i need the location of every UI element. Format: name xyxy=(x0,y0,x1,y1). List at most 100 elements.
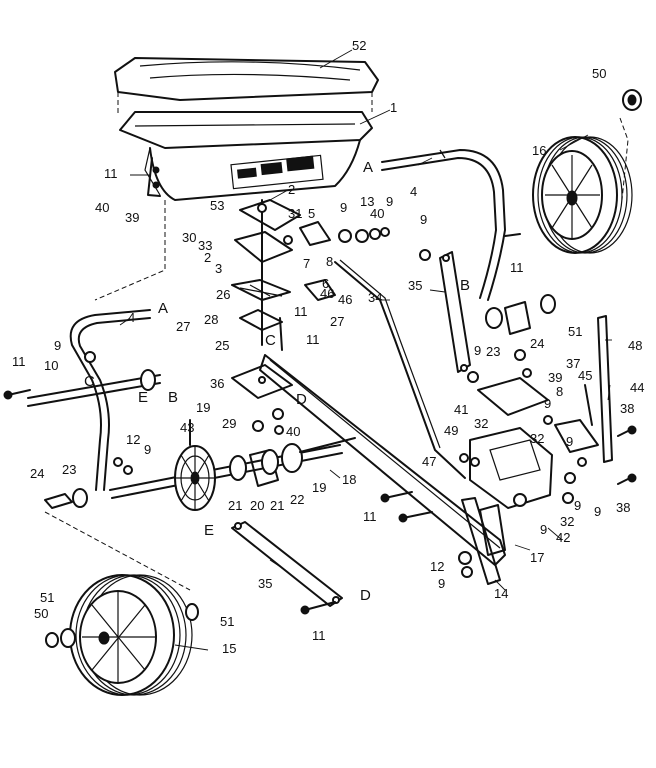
callout-51b: 51 xyxy=(40,590,54,605)
washer-51-left-inner xyxy=(185,603,199,621)
clip-5 xyxy=(299,221,331,246)
ref-e-lower: E xyxy=(204,522,214,539)
callout-14: 14 xyxy=(494,586,508,601)
callout-24: 24 xyxy=(530,336,544,351)
callout-9g: 9 xyxy=(574,498,581,513)
cover-fold-2 xyxy=(149,73,351,81)
ref-e-left: E xyxy=(138,389,148,406)
callout-16: 16 xyxy=(532,143,546,158)
callout-9l: 9 xyxy=(144,442,151,457)
callout-52: 52 xyxy=(352,38,366,53)
wheel-right xyxy=(532,89,642,254)
callout-40: 40 xyxy=(95,200,109,215)
callout-51c: 51 xyxy=(220,614,234,629)
callout-6: 6 xyxy=(322,276,329,291)
callout-40c: 40 xyxy=(286,424,300,439)
callout-42: 42 xyxy=(556,530,570,545)
callout-32: 32 xyxy=(474,416,488,431)
spring-45 xyxy=(584,384,593,426)
cover-fold xyxy=(139,61,361,71)
callout-27: 27 xyxy=(330,314,344,329)
callout-39b: 39 xyxy=(548,370,562,385)
callout-45: 45 xyxy=(578,368,592,383)
callout-11g: 11 xyxy=(312,628,326,643)
agitator-assembly xyxy=(231,199,336,351)
callout-9c: 9 xyxy=(420,212,427,227)
hopper xyxy=(94,57,379,301)
callout-23: 23 xyxy=(486,344,500,359)
callout-25: 25 xyxy=(215,338,229,353)
wheel-left xyxy=(44,511,199,696)
callout-8b: 8 xyxy=(326,254,333,269)
callout-31: 31 xyxy=(288,206,302,221)
callout-18: 18 xyxy=(342,472,356,487)
callout-46: 46 xyxy=(338,292,352,307)
control-rod xyxy=(334,261,466,479)
callout-41: 41 xyxy=(454,402,468,417)
bolt-11 xyxy=(279,317,283,351)
callout-39: 39 xyxy=(125,210,139,225)
callout-9h: 9 xyxy=(594,504,601,519)
handle-right-tube xyxy=(381,149,506,301)
gear-housing xyxy=(469,349,637,509)
callout-10: 10 xyxy=(44,358,58,373)
ref-d-lower: D xyxy=(360,587,371,604)
callout-29: 29 xyxy=(222,416,236,431)
housing-41 xyxy=(477,377,549,416)
handle-left-tube xyxy=(69,309,151,491)
callout-35: 35 xyxy=(408,278,422,293)
callout-11d: 11 xyxy=(510,260,524,275)
callout-46b: 46 xyxy=(320,286,334,301)
strut-lower xyxy=(231,521,343,607)
leg-48 xyxy=(597,315,613,463)
axle-assembly xyxy=(27,369,356,511)
callout-1: 1 xyxy=(390,100,397,115)
spacer-24-left xyxy=(44,493,73,509)
screw xyxy=(152,166,160,174)
callout-5: 5 xyxy=(308,206,315,221)
ref-b-lower: B xyxy=(168,389,178,406)
callout-53: 53 xyxy=(210,198,224,213)
ref-c-left: C xyxy=(84,373,95,390)
callout-32c: 32 xyxy=(560,514,574,529)
screw xyxy=(152,181,160,189)
callout-36: 36 xyxy=(210,376,224,391)
spacers xyxy=(44,294,556,509)
callout-30: 30 xyxy=(182,230,196,245)
cap-50-left xyxy=(45,632,59,648)
bearing-22 xyxy=(281,443,303,473)
axle-rod-10 xyxy=(27,374,161,399)
bearing-20 xyxy=(249,449,279,487)
callout-32b: 32 xyxy=(530,431,544,446)
impeller xyxy=(231,279,291,301)
callout-26: 26 xyxy=(216,287,230,302)
callout-9k: 9 xyxy=(54,338,61,353)
callout-51: 51 xyxy=(568,324,582,339)
callout-9i: 9 xyxy=(540,522,547,537)
callout-27b: 27 xyxy=(176,319,190,334)
brace-17 xyxy=(479,504,506,556)
nut-9-left xyxy=(84,351,96,363)
spacer-24-right xyxy=(504,301,531,335)
rod-18 xyxy=(299,437,356,453)
callout-15: 15 xyxy=(222,641,236,656)
ref-c-center: C xyxy=(265,332,276,349)
bushing-21 xyxy=(229,455,247,481)
callout-37: 37 xyxy=(566,356,580,371)
callout-21b: 21 xyxy=(270,498,284,513)
callout-22: 22 xyxy=(290,492,304,507)
spacer-23-left xyxy=(72,488,88,508)
callout-2: 2 xyxy=(288,182,295,197)
callout-33: 33 xyxy=(198,238,212,253)
washer-51-left xyxy=(60,628,76,648)
callout-43: 43 xyxy=(180,420,194,435)
bearing-plate xyxy=(239,199,301,231)
callout-28: 28 xyxy=(204,312,218,327)
callout-2b: 2 xyxy=(204,250,211,265)
callout-35b: 35 xyxy=(258,576,272,591)
callout-11f: 11 xyxy=(12,354,26,369)
frame xyxy=(231,251,613,585)
callout-48: 48 xyxy=(628,338,642,353)
strut-upper xyxy=(439,251,471,373)
